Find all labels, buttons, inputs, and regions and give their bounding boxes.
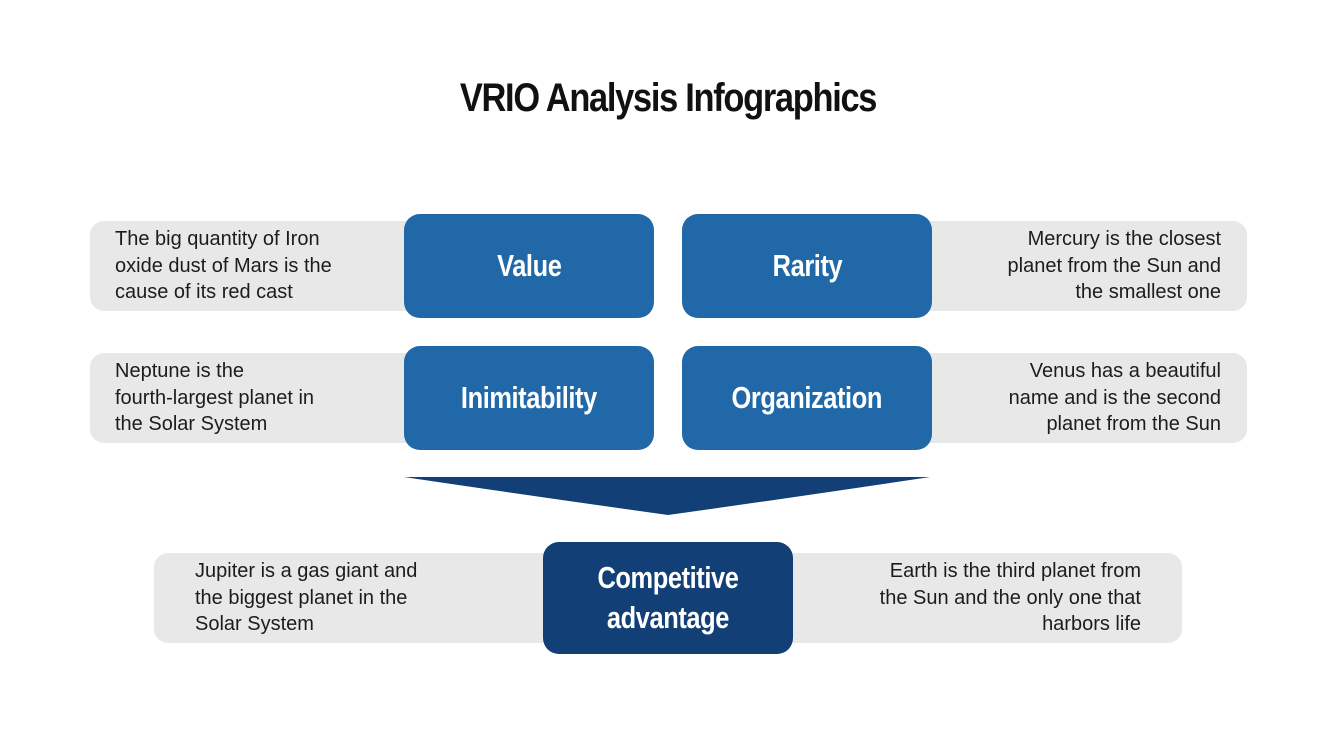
text-line: Neptune is the <box>115 360 244 383</box>
text-line: Earth is the third planet from <box>889 560 1141 583</box>
competitive-advantage-box: Competitive advantage <box>543 542 793 654</box>
rarity-label: Rarity <box>772 248 842 283</box>
inimitability-box: Inimitability <box>404 346 654 450</box>
text-line: Venus has a beautiful <box>1029 360 1221 383</box>
text-line: The big quantity of Iron <box>115 228 320 251</box>
organization-box: Organization <box>682 346 932 450</box>
value-description: The big quantity of Iron oxide dust of M… <box>90 221 420 311</box>
down-arrow-icon <box>404 477 930 515</box>
text-line: Jupiter is a gas giant and <box>195 560 418 583</box>
text-line: the Sun and the only one that <box>879 586 1141 609</box>
inimitability-description: Neptune is the fourth-largest planet in … <box>90 353 420 443</box>
text-line: harbors life <box>1042 613 1141 636</box>
organization-label: Organization <box>731 380 883 415</box>
text-line: Mercury is the closest <box>1027 228 1221 251</box>
rarity-box: Rarity <box>682 214 932 318</box>
text-line: cause of its red cast <box>115 281 293 304</box>
text-line: Solar System <box>195 613 314 636</box>
competitive-left-description: Jupiter is a gas giant and the biggest p… <box>154 553 564 643</box>
rarity-description: Mercury is the closest planet from the S… <box>916 221 1247 311</box>
text-line: planet from the Sun <box>1046 413 1221 436</box>
inimitability-label: Inimitability <box>461 380 597 415</box>
competitive-right-description: Earth is the third planet from the Sun a… <box>772 553 1182 643</box>
competitive-label-line1: Competitive <box>597 560 739 595</box>
organization-description: Venus has a beautiful name and is the se… <box>916 353 1247 443</box>
value-label: Value <box>496 248 562 283</box>
text-line: fourth-largest planet in <box>115 386 315 409</box>
text-line: oxide dust of Mars is the <box>115 254 332 277</box>
text-line: planet from the Sun and <box>1007 254 1221 277</box>
text-line: name and is the second <box>1008 386 1221 409</box>
page-title: VRIO Analysis Infographics <box>459 76 878 120</box>
text-line: the Solar System <box>115 413 268 436</box>
value-box: Value <box>404 214 654 318</box>
text-line: the smallest one <box>1075 281 1221 304</box>
text-line: the biggest planet in the <box>195 586 408 609</box>
competitive-label-line2: advantage <box>606 600 730 635</box>
